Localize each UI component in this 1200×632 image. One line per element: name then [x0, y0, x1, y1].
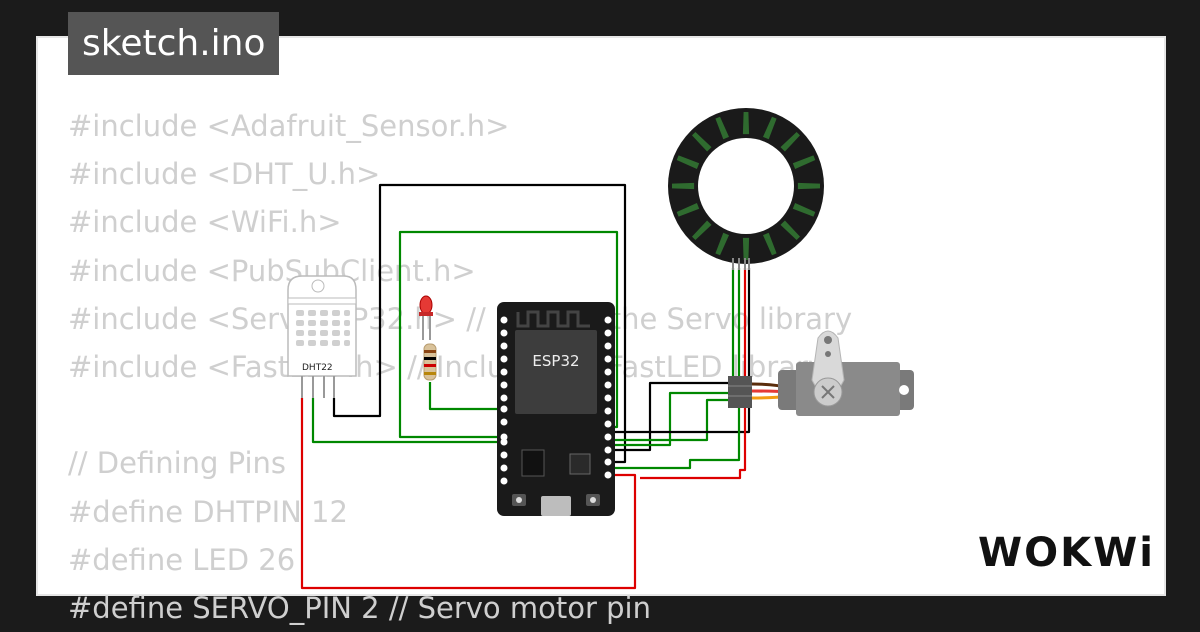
ring-led-segment — [676, 203, 700, 217]
esp-label: ESP32 — [532, 352, 579, 370]
code-line: #define DHTPIN 12 — [68, 494, 348, 529]
ring-led-segment — [780, 132, 800, 152]
ring-pins — [732, 258, 750, 270]
ring-led-segment — [797, 182, 820, 190]
wire-green-led — [428, 382, 504, 411]
wire-green-dht — [311, 398, 504, 444]
ring-led-segment — [742, 112, 750, 135]
wire-green-servo — [612, 391, 740, 447]
code-line: #include <WiFi.h> — [68, 205, 342, 240]
logo-text: WOKWi — [978, 530, 1155, 576]
ring-led-segment — [792, 155, 816, 169]
neopixel-ring[interactable] — [668, 108, 824, 264]
ring-led-segment — [715, 116, 729, 140]
esp32-board[interactable]: ESP32 — [497, 302, 615, 516]
code-line: #define SERVO_PIN 2 // Servo motor pin — [68, 590, 651, 625]
code-line: #include <DHT_U.h> — [68, 157, 381, 192]
ring-led-segment — [792, 203, 816, 217]
ring-led-segment — [715, 232, 729, 256]
code-preview: #include <Adafruit_Sensor.h> #include <DH… — [68, 102, 852, 632]
red-led[interactable] — [419, 295, 433, 340]
dht-label: DHT22 — [302, 363, 333, 373]
wire-black-servo — [612, 381, 740, 452]
wire-green-ring2 — [612, 268, 741, 470]
ring-led-segment — [692, 132, 712, 152]
wire-red-dht — [300, 398, 637, 590]
ring-led-segment — [742, 237, 750, 260]
servo-motor[interactable] — [728, 330, 914, 416]
code-line: #include <PubSubClient.h> — [68, 253, 476, 288]
wire-black-ring — [612, 268, 751, 434]
ring-led-segment — [763, 232, 777, 256]
ring-led-segment — [763, 116, 777, 140]
wokwi-logo: WOKWi — [978, 530, 1155, 576]
ring-led-segment — [692, 220, 712, 240]
wire-red-ring — [640, 268, 747, 480]
code-line: #include <Adafruit_Sensor.h> — [68, 109, 510, 143]
wire-green-ring — [612, 268, 735, 442]
wire-black-dht — [332, 183, 627, 464]
file-tab[interactable]: sketch.ino — [68, 12, 280, 75]
dht22-sensor[interactable]: DHT22 — [287, 275, 357, 398]
ring-led-segment — [780, 220, 800, 240]
wire-green-top — [398, 230, 619, 439]
code-line: // Defining Pins — [68, 446, 287, 481]
resistor[interactable] — [423, 343, 437, 381]
code-line: #define LED 26 — [68, 542, 296, 577]
ring-led-segment — [672, 182, 695, 190]
ring-led-segment — [676, 155, 700, 169]
